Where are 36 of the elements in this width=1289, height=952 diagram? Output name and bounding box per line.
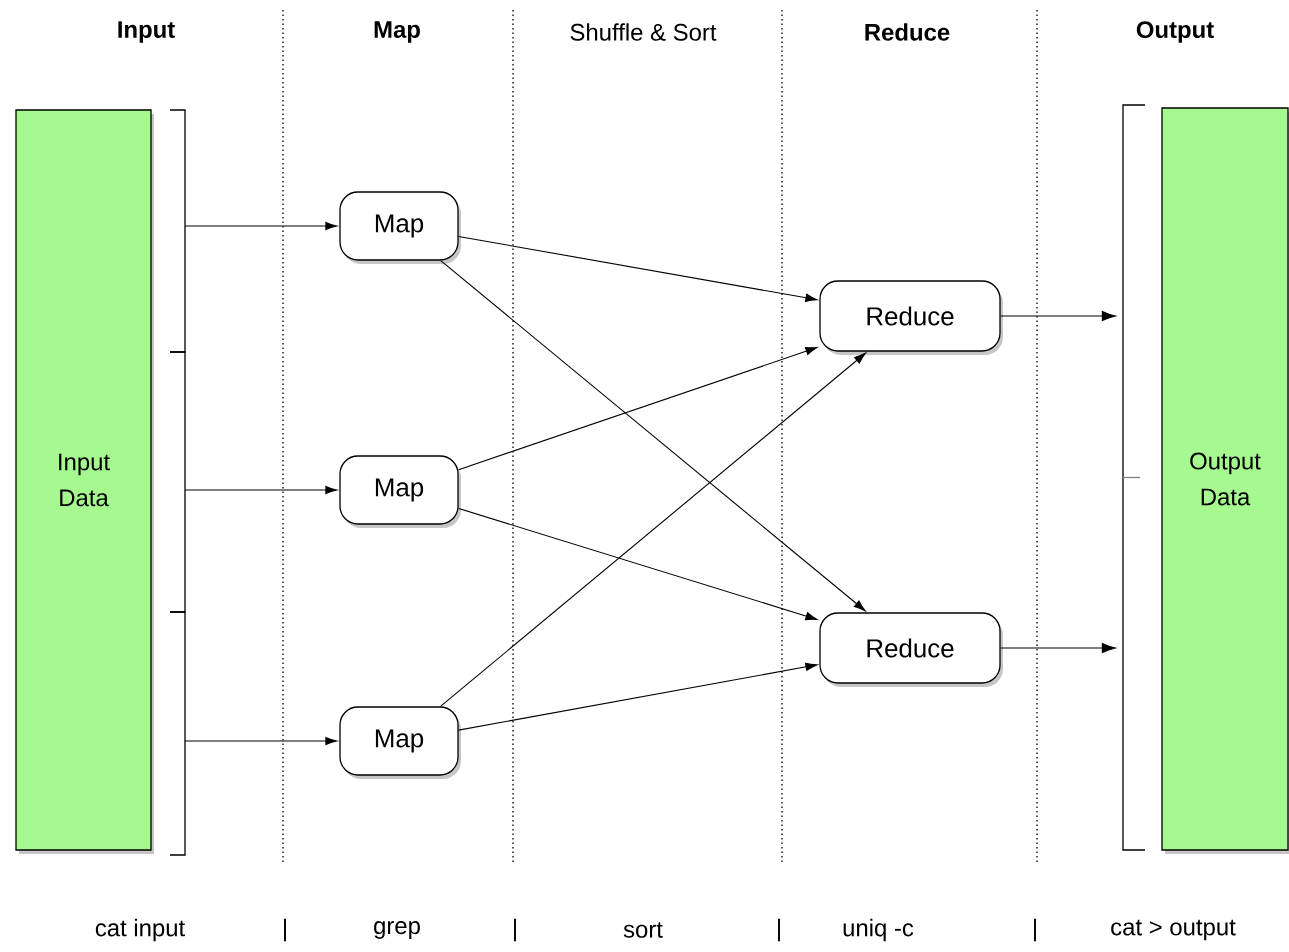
- bracket: [169, 109, 186, 353]
- column-heading: Output: [1136, 21, 1214, 43]
- arrow: [1000, 642, 1116, 654]
- bracket: [1122, 104, 1146, 851]
- bracket: [169, 611, 186, 856]
- process-box: Map: [339, 706, 461, 779]
- command-label: sort: [623, 922, 663, 938]
- arrow: [458, 507, 818, 621]
- arrow: [1000, 310, 1116, 322]
- command-label: uniq -c: [843, 918, 914, 942]
- arrow: [184, 736, 338, 746]
- process-box: Map: [339, 191, 461, 264]
- arrow: [458, 662, 818, 731]
- process-box: Reduce: [819, 280, 1003, 355]
- column-heading: Input: [118, 21, 175, 43]
- command-label: |: [284, 918, 286, 942]
- arrow: [184, 221, 338, 231]
- arrow: [184, 485, 338, 495]
- command-label: cat > output: [1111, 919, 1236, 941]
- bracket: [169, 351, 186, 613]
- command-label: |: [514, 918, 516, 942]
- command-label: |: [1034, 918, 1036, 942]
- command-label: cat input: [95, 918, 185, 942]
- column-heading: Map: [374, 21, 420, 43]
- data-box: Output Data: [1161, 107, 1289, 854]
- column-heading: Shuffle & Sort: [570, 23, 717, 41]
- arrow: [458, 346, 818, 471]
- command-label: |: [778, 918, 780, 942]
- column-heading: Reduce: [865, 23, 950, 41]
- process-box: Reduce: [819, 612, 1003, 687]
- arrow: [458, 235, 818, 302]
- command-label: grep: [374, 921, 420, 939]
- process-box: Map: [339, 455, 461, 528]
- arrow: [439, 352, 866, 707]
- arrow: [440, 260, 866, 612]
- data-box: Input Data: [15, 109, 154, 854]
